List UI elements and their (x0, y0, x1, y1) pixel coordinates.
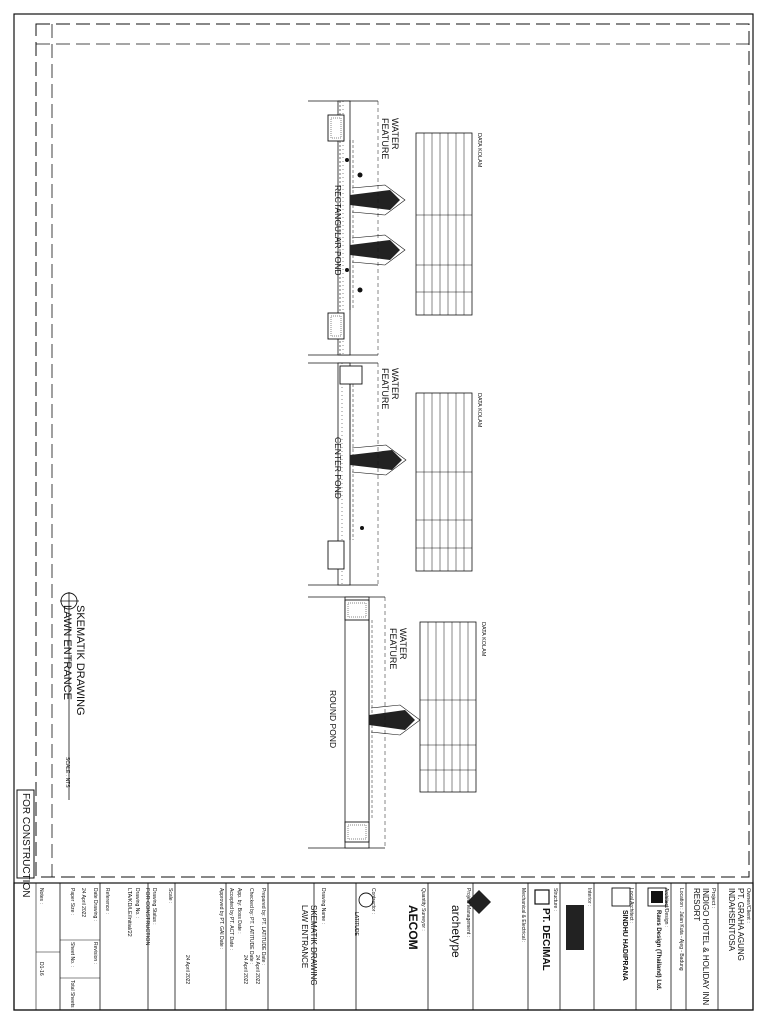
rect-pond-title: RECTANGULAR POND (333, 185, 343, 276)
round-pond-feature-label: WATER FEATURE (388, 628, 408, 670)
center-pond-legend-title: DATA KOLAM (476, 393, 482, 428)
drawing-main-title: SKEMATIK DRAWING (74, 605, 86, 716)
architect-logo (647, 887, 667, 907)
scale-note: SCALE : NTS (64, 757, 70, 788)
center-pond-section (308, 362, 473, 586)
title-block-frame (13, 882, 754, 1011)
structure-logo (534, 889, 550, 905)
drawing-sub-title: LAWN ENTRANCE (61, 605, 73, 700)
rectangular-pond-section (308, 100, 473, 356)
dashed-border (35, 23, 750, 878)
outer-border (13, 13, 754, 1011)
contractor-logo (358, 892, 374, 908)
mep-logo (467, 890, 491, 914)
rect-pond-feature-label: WATER FEATURE (380, 118, 400, 160)
stamp-box (16, 789, 35, 879)
local-architect-logo (611, 887, 631, 907)
round-pond-section (308, 596, 477, 849)
interior-logo (566, 905, 584, 950)
for-construction-stamp: FOR CONSTRUCTION (20, 793, 31, 898)
rect-pond-legend-title: DATA KOLAM (476, 133, 482, 168)
round-pond-title: ROUND POND (328, 690, 338, 749)
round-pond-legend-title: DATA KOLAM (480, 622, 486, 657)
center-pond-title: CENTER POND (333, 437, 343, 499)
center-pond-feature-label: WATER FEATURE (380, 368, 400, 410)
